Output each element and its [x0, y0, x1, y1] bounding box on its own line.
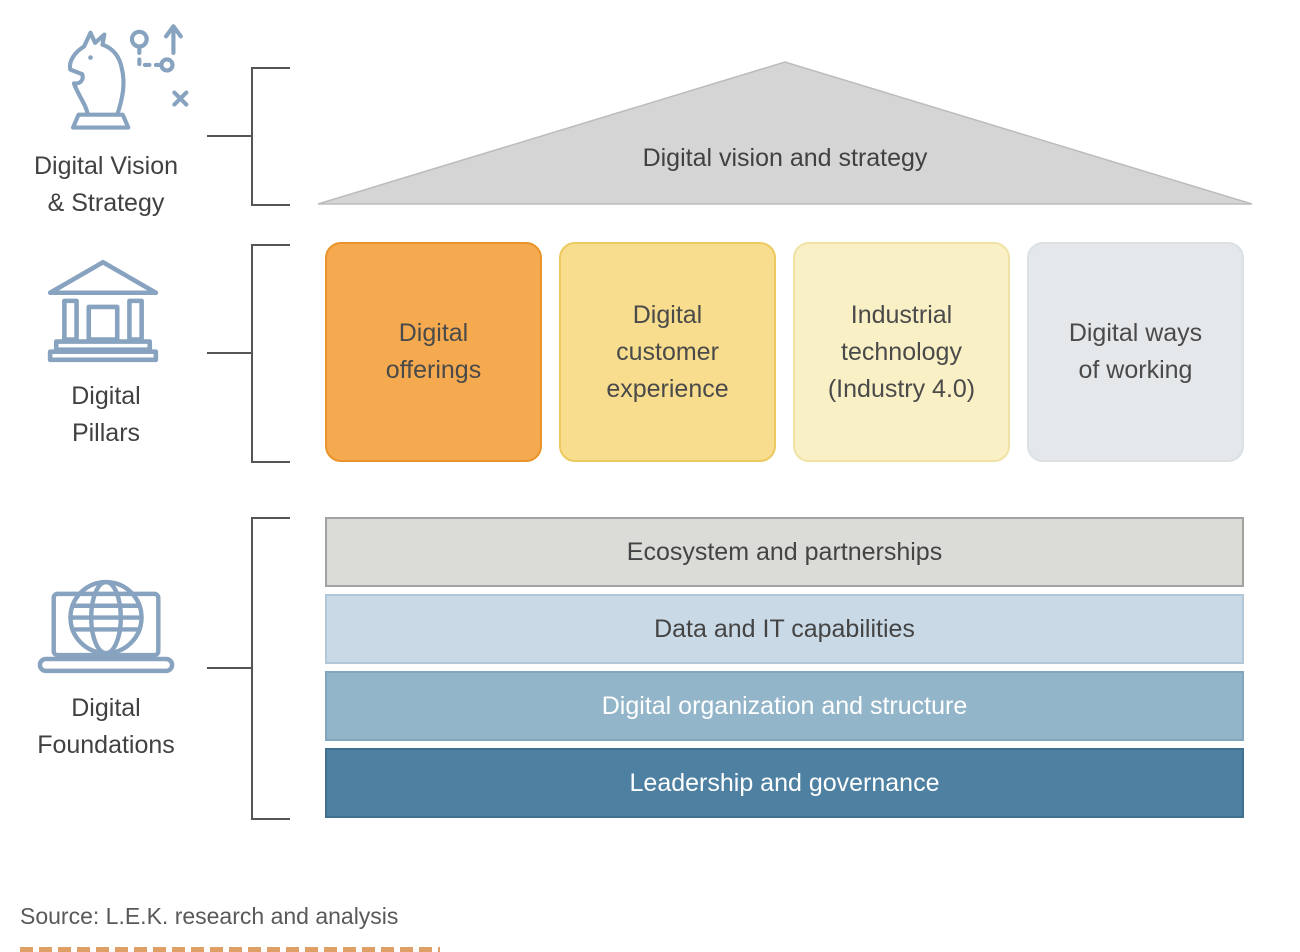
foundation-data-it-capabilities: Data and IT capabilities	[325, 594, 1244, 664]
foundation-leadership-governance: Leadership and governance	[325, 748, 1244, 818]
roof-shape	[317, 61, 1253, 205]
side-label-pillars: Digital Pillars	[71, 382, 141, 447]
pillar-digital-ways-of-working: Digital ways of working	[1027, 242, 1244, 462]
source-note: Source: L.E.K. research and analysis	[20, 903, 399, 929]
bracket-foundations	[251, 517, 290, 820]
connector-pillars	[207, 352, 251, 354]
laptop-globe-icon	[32, 566, 180, 685]
clipped-text-strip	[20, 947, 440, 952]
pillar-digital-offerings: Digital offerings	[325, 242, 542, 462]
foundation-digital-organization: Digital organization and structure	[325, 671, 1244, 741]
pillar-digital-customer-experience: Digital customer experience	[559, 242, 776, 462]
chess-knight-strategy-icon	[38, 8, 190, 149]
side-label-foundations: Digital Foundations	[37, 694, 175, 759]
side-label-vision: Digital Vision & Strategy	[33, 152, 179, 217]
connector-foundations	[207, 667, 251, 669]
roof-triangle	[317, 61, 1253, 205]
bracket-pillars	[251, 244, 290, 463]
foundation-ecosystem-partnerships: Ecosystem and partnerships	[325, 517, 1244, 587]
connector-vision	[207, 135, 251, 137]
pillar-industrial-technology: Industrial technology (Industry 4.0)	[793, 242, 1010, 462]
roof-label: Digital vision and strategy	[642, 144, 928, 172]
bank-columns-icon	[42, 252, 164, 371]
bracket-vision	[251, 67, 290, 206]
